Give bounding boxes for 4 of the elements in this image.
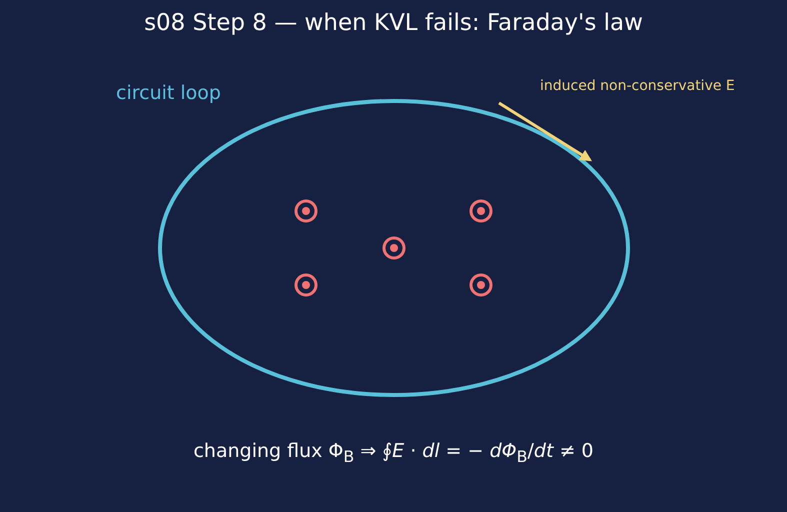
formula: changing flux Φ$_{B}$ ⇒ ∮E · dl = − dΦ$_{B}$/dt ≠ 0 — [192, 440, 594, 466]
field-label: induced non-conservative E — [540, 78, 735, 94]
title: s08 Step 8 — when KVL fails: Faraday's law — [143, 10, 644, 36]
loop-label: circuit loop — [116, 82, 221, 104]
